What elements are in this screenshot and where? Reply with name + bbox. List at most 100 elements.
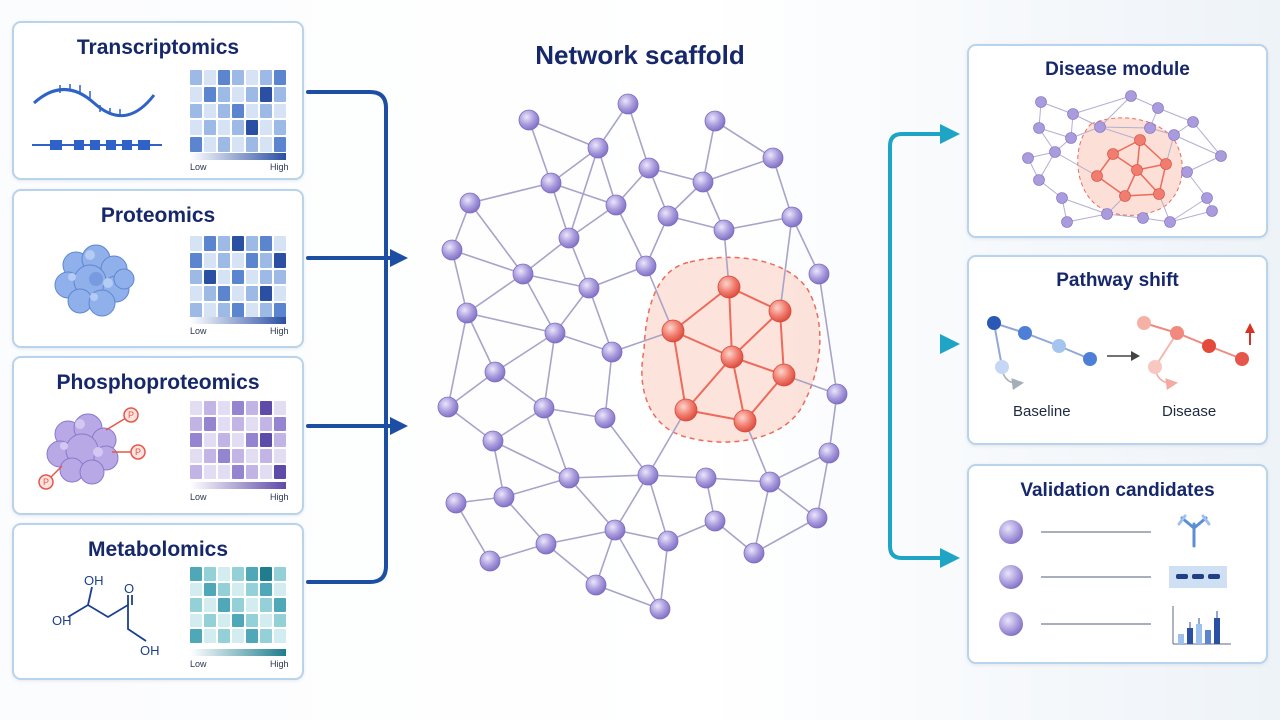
heatmap-cell <box>232 70 244 85</box>
network-node <box>604 519 626 541</box>
mini-network-edge <box>1066 213 1108 223</box>
mini-module-node <box>1091 170 1103 182</box>
heatmap-cell <box>274 70 286 85</box>
mini-network-edge <box>1157 107 1194 123</box>
heatmap-cell <box>204 236 216 251</box>
mini-network-node <box>1056 192 1068 204</box>
heatmap-cell <box>204 582 216 597</box>
proteomics-high-label: High <box>270 326 289 336</box>
heatmap-cell <box>246 465 258 479</box>
network-node <box>695 467 717 489</box>
heatmap-cell <box>232 598 244 612</box>
heatmap-cell <box>274 103 286 119</box>
mini-network-node <box>1035 96 1047 108</box>
network-edge <box>818 273 838 395</box>
validation-candidates-list <box>999 514 1231 645</box>
heatmap-cell <box>246 70 258 85</box>
heatmap-cell <box>246 303 258 318</box>
mini-module-node <box>1153 188 1165 200</box>
heatmap-cell <box>190 401 202 415</box>
network-node <box>518 109 540 131</box>
mini-network-node <box>1101 208 1113 220</box>
baseline-label: Baseline <box>1013 403 1071 420</box>
network-edge <box>614 529 661 610</box>
heatmap-cell <box>246 269 258 285</box>
mini-network-node <box>1065 132 1077 144</box>
mini-module-node <box>1107 148 1119 160</box>
heatmap-cell <box>218 613 230 628</box>
disease-pathway <box>1137 316 1249 391</box>
network-edge <box>469 202 524 275</box>
network-node <box>638 157 660 179</box>
mini-network-node <box>1215 150 1227 162</box>
disease-module-panel: Disease module <box>967 44 1268 238</box>
network-edge <box>568 147 599 239</box>
heatmap-cell <box>232 286 244 302</box>
heatmap-cell <box>218 401 230 415</box>
validation-candidates-panel: Validation candidates <box>967 464 1268 664</box>
heatmap-cell <box>218 70 230 85</box>
network-node <box>484 361 506 383</box>
heatmap-cell <box>260 120 272 136</box>
network-node <box>781 206 803 228</box>
heatmap-cell <box>218 103 230 119</box>
heatmap-cell <box>218 236 230 251</box>
heatmap-cell <box>204 70 216 85</box>
network-node <box>637 464 659 486</box>
disease-label: Disease <box>1162 403 1217 420</box>
mini-network-edge <box>1054 151 1098 177</box>
phospho-p-label: P <box>128 410 134 420</box>
heatmap-cell <box>190 433 202 447</box>
heatmap-cell <box>260 613 272 628</box>
network-node <box>445 492 467 514</box>
network-node <box>533 397 555 419</box>
candidate-node <box>999 565 1023 589</box>
mini-network-edge <box>1099 126 1151 129</box>
arrow-head-icon <box>940 124 960 144</box>
heatmap-cell <box>232 401 244 415</box>
candidate-row <box>999 565 1227 589</box>
network-edge <box>545 529 616 545</box>
network-node <box>605 194 627 216</box>
mini-network-node <box>1164 216 1176 228</box>
western-blot-icon <box>1169 566 1227 588</box>
heatmap-cell <box>232 613 244 628</box>
heatmap-cell <box>260 401 272 415</box>
transcriptomics-title: Transcriptomics <box>76 36 240 59</box>
heatmap-cell <box>260 103 272 119</box>
heatmap-cell <box>246 629 258 643</box>
heatmap-cell <box>190 465 202 479</box>
network-node <box>479 550 501 572</box>
network-edge <box>503 477 570 498</box>
network-edge <box>545 543 597 586</box>
heatmap-cell <box>190 70 202 85</box>
heatmap-cell <box>204 417 216 431</box>
network-edge <box>455 502 491 562</box>
network-edge <box>627 103 650 169</box>
heatmap-cell <box>204 613 216 628</box>
network-edge <box>645 265 674 332</box>
metabolite-oh-label: OH <box>52 613 72 628</box>
metabolite-o-label: O <box>124 581 134 596</box>
network-node <box>578 277 600 299</box>
candidate-node <box>999 520 1023 544</box>
heatmap-cell <box>218 598 230 612</box>
network-node <box>456 302 478 324</box>
network-edge <box>469 182 552 204</box>
heatmap-cell <box>218 449 230 463</box>
network-edge <box>595 584 661 610</box>
heatmap-cell <box>190 86 202 102</box>
network-node <box>512 263 534 285</box>
module-node <box>768 299 792 323</box>
heatmap-cell <box>274 613 286 628</box>
network-node <box>617 93 639 115</box>
heatmap-cell <box>260 629 272 643</box>
network-edge <box>494 332 556 373</box>
mini-network-node <box>1181 166 1193 178</box>
transcript-icon <box>32 84 162 150</box>
validation-candidates-title: Validation candidates <box>1020 480 1215 501</box>
network-edge <box>779 216 793 312</box>
network-node <box>743 542 765 564</box>
